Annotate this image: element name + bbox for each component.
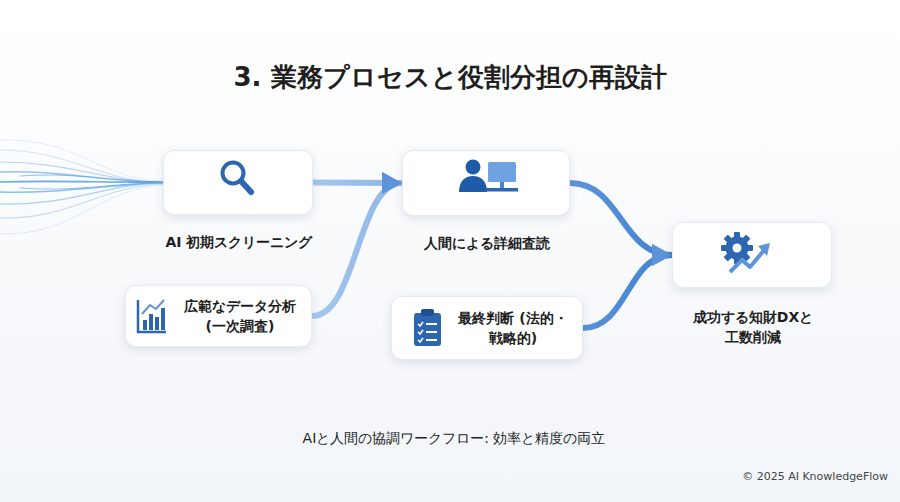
stream-line (20, 175, 163, 182)
process-box: AI 初期スクリーニング (163, 150, 313, 215)
node-label: 人間による詳細査読 (377, 233, 597, 253)
diagram-title: 3. 業務プロセスと役割分担の再設計 (0, 60, 900, 95)
node-label: 成功する知財DXと 工数削減 (678, 307, 828, 348)
node-label: 最終判断 (法的・戦略的) (448, 297, 578, 359)
flow-arrow (312, 183, 402, 316)
stream-line (20, 183, 163, 189)
copyright-note: © 2025 AI KnowledgeFlow (742, 470, 888, 483)
node-label: AI 初期スクリーニング (129, 232, 349, 252)
process-box: 最終判断 (法的・戦略的) (391, 296, 583, 360)
flow-arrow (583, 255, 672, 328)
stream-line (0, 162, 163, 182)
stream-line (0, 185, 163, 234)
stream-line (0, 150, 163, 182)
node-label: 広範なデータ分析 (一次調査) (176, 286, 304, 346)
data-stream-lines (0, 140, 163, 234)
diagram-caption: AIと人間の協調ワークフロー: 効率と精度の両立 (4, 430, 900, 448)
stream-line (0, 172, 163, 182)
process-box: 成功する知財DXと 工数削減 (672, 222, 832, 288)
stream-line (0, 140, 163, 181)
process-box: 広範なデータ分析 (一次調査) (125, 285, 312, 347)
flow-arrow (570, 183, 672, 255)
process-box: 人間による詳細査読 (402, 150, 570, 216)
